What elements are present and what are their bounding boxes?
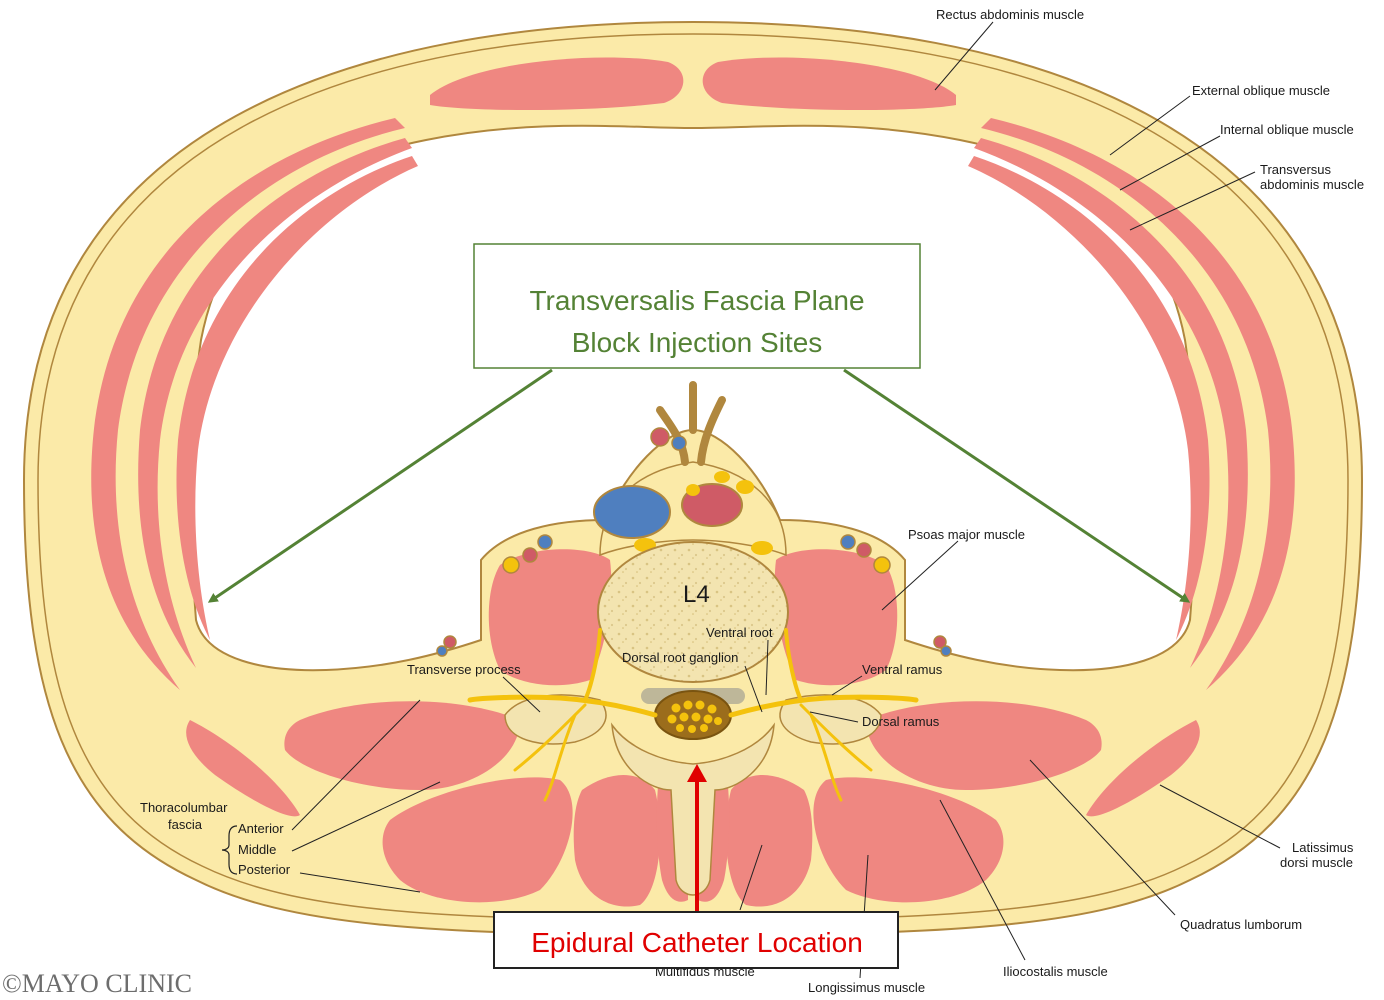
label-dorsal-root-ganglion: Dorsal root ganglion — [622, 650, 738, 665]
cauda-equina — [667, 700, 722, 733]
label-internal-oblique: Internal oblique muscle — [1220, 122, 1354, 137]
iliocostalis-left — [382, 777, 573, 903]
inferior-vena-cava — [593, 485, 671, 539]
latissimus-dorsi-right — [1086, 720, 1200, 817]
epidural-callout-box — [493, 911, 899, 969]
label-quadratus-lumborum: Quadratus lumborum — [1180, 917, 1302, 932]
mesenteric-artery — [650, 427, 670, 447]
label-thoracolumbar-2: fascia — [168, 817, 203, 832]
epidural-arrowhead — [687, 764, 707, 782]
tfp-callout-line1: Transversalis Fascia Plane — [529, 285, 864, 316]
lymph-node — [736, 480, 754, 494]
thoracolumbar-bracket — [221, 825, 238, 875]
external-oblique-left — [91, 118, 405, 690]
vertebral-arch — [611, 722, 775, 896]
transversus-abdominis-right — [968, 156, 1210, 640]
label-dorsal-ramus: Dorsal ramus — [862, 714, 940, 729]
label-ventral-ramus: Ventral ramus — [862, 662, 943, 677]
longissimus-left — [573, 775, 660, 907]
tfp-arrow-right — [843, 368, 1191, 603]
quadratus-lumborum-left — [284, 701, 520, 790]
epidural-callout-text: Epidural Catheter Location — [531, 927, 863, 958]
rectus-abdominis-left — [430, 57, 684, 111]
psoas-major-right — [774, 549, 898, 686]
label-rectus-abdominis: Rectus abdominis muscle — [936, 7, 1084, 22]
label-iliocostalis: Iliocostalis muscle — [1003, 964, 1108, 979]
lumbar-vessel — [443, 635, 457, 649]
lumbar-vessel — [522, 547, 538, 563]
label-transverse-process: Transverse process — [407, 662, 521, 677]
label-transversus-1: Transversus — [1260, 162, 1332, 177]
lumbar-vessel — [502, 556, 520, 574]
label-latissimus-1: Latissimus — [1292, 840, 1354, 855]
label-anterior: Anterior — [238, 821, 284, 836]
lumbar-vessel — [537, 534, 553, 550]
spinal-nerves — [467, 628, 919, 802]
lumbar-vessel — [933, 635, 947, 649]
quadratus-lumborum-right — [866, 701, 1102, 790]
label-longissimus: Longissimus muscle — [808, 980, 925, 995]
external-oblique-right — [981, 118, 1295, 690]
sympathetic-ganglion-right — [751, 541, 773, 555]
label-ventral-root: Ventral root — [706, 625, 773, 640]
label-posterior: Posterior — [238, 862, 291, 877]
vertebral-body — [597, 541, 789, 683]
transversus-abdominis-left — [176, 156, 418, 640]
copyright: ©MAYO CLINIC — [2, 969, 192, 998]
psoas-major-left — [488, 549, 612, 686]
latissimus-dorsi-left — [186, 720, 300, 817]
lumbar-vessel — [856, 542, 872, 558]
label-psoas: Psoas major muscle — [908, 527, 1025, 542]
label-thoracolumbar-1: Thoracolumbar — [140, 800, 228, 815]
internal-oblique-right — [974, 138, 1248, 668]
label-external-oblique: External oblique muscle — [1192, 83, 1330, 98]
tfp-callout-box — [473, 243, 921, 369]
longissimus-right — [726, 775, 813, 907]
label-transversus-2: abdominis muscle — [1260, 177, 1364, 192]
internal-oblique-left — [138, 138, 412, 668]
iliocostalis-right — [813, 777, 1004, 903]
mesenteric-vein — [671, 435, 687, 451]
lumbar-vessel — [840, 534, 856, 550]
lumbar-vessel — [873, 556, 891, 574]
lumbar-vessel — [940, 645, 952, 657]
vertebra-label: L4 — [683, 581, 710, 608]
lumbar-vessel — [436, 645, 448, 657]
tfp-callout-line2: Block Injection Sites — [572, 327, 823, 358]
label-middle: Middle — [238, 842, 276, 857]
mesentery-root — [656, 381, 726, 466]
lymph-node — [714, 471, 730, 483]
rectus-abdominis-right — [702, 57, 956, 111]
label-latissimus-2: dorsi muscle — [1280, 855, 1353, 870]
tfp-arrow-left — [207, 368, 553, 603]
lymph-node — [686, 484, 700, 496]
